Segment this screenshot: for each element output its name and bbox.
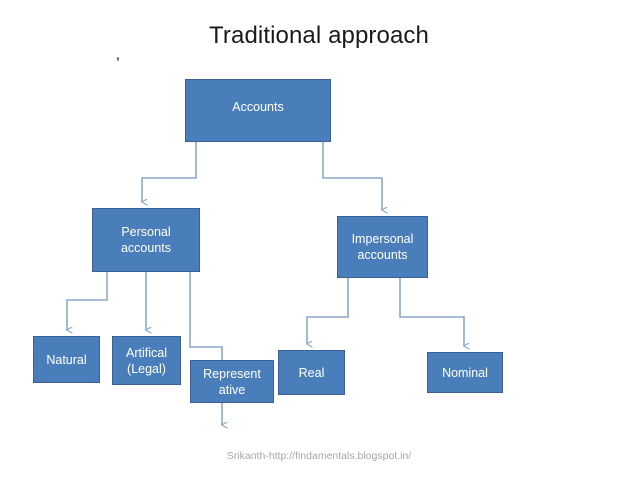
node-artifical-legal-line1: Artifical [126,345,167,360]
edge-personal-natural [67,272,108,330]
node-real-label: Real [298,365,325,380]
node-personal-accounts-line2: accounts [120,241,172,255]
edge-accounts-personal [142,142,197,202]
edge-accounts-impersonal [322,142,382,210]
node-natural-label: Natural [46,352,87,367]
node-representative[interactable]: Represent ative [190,360,274,403]
node-personal-accounts[interactable]: Personal accounts [92,208,200,272]
node-representative-line1: Represent [203,366,261,381]
node-natural[interactable]: Natural [33,336,100,383]
node-impersonal-accounts-line1: Impersonal [351,232,414,246]
stray-apostrophe-mark: ’ [116,54,120,73]
node-accounts[interactable]: Accounts [185,79,331,142]
node-personal-accounts-label: Personal accounts [121,224,171,256]
edge-impersonal-real [307,278,349,344]
node-accounts-label: Accounts [232,99,284,114]
edge-personal-representative [189,272,223,360]
node-impersonal-accounts-label: Impersonal accounts [352,231,414,263]
page-title: Traditional approach [209,22,429,49]
node-impersonal-accounts[interactable]: Impersonal accounts [337,216,428,278]
footer-credit: Srikanth-http://findamentals.blogspot.in… [226,450,412,462]
node-artifical-legal-label: Artifical (Legal) [126,345,167,377]
edge-impersonal-nominal [399,278,464,346]
node-artifical-legal[interactable]: Artifical (Legal) [112,336,181,385]
node-nominal[interactable]: Nominal [427,352,503,393]
node-real[interactable]: Real [278,350,345,395]
node-nominal-label: Nominal [442,365,488,380]
node-impersonal-accounts-line2: accounts [357,248,408,262]
node-personal-accounts-line1: Personal [121,225,171,239]
node-representative-label: Represent ative [203,366,261,398]
node-artifical-legal-line2: (Legal) [127,361,166,376]
node-representative-line2: ative [218,382,246,397]
